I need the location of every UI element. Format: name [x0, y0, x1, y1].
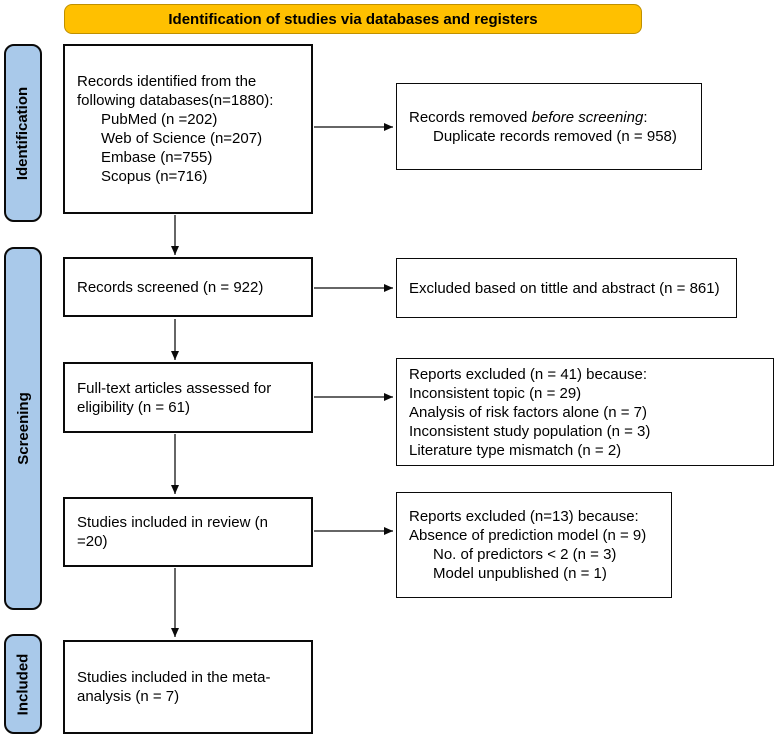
- database-item: Embase (n=755): [101, 149, 213, 166]
- box-studies-included-review: Studies included in review (n =20): [63, 497, 313, 567]
- stage-label-text: Identification: [14, 86, 32, 180]
- exclusion-line: Reports excluded (n = 41) because:: [409, 365, 648, 383]
- exclusion-line: Inconsistent topic (n = 29): [409, 384, 582, 402]
- box-excluded-title-abstract: Excluded based on tittle and abstract (n…: [396, 258, 737, 318]
- database-item: PubMed (n =202): [101, 111, 218, 128]
- stage-label-included: Included: [4, 634, 42, 734]
- exclusion-line: Absence of prediction model (n = 9): [409, 527, 647, 544]
- box-text: Records screened (n = 922): [77, 278, 264, 296]
- stage-label-text: Included: [14, 653, 32, 715]
- box-intro: Records removed before screening:: [409, 108, 689, 127]
- stage-label-text: Screening: [14, 392, 32, 465]
- exclusion-line: Analysis of risk factors alone (n = 7): [409, 403, 648, 421]
- exclusion-line: Inconsistent study population (n = 3): [409, 422, 651, 440]
- box-text: Excluded based on tittle and abstract (n…: [409, 279, 720, 297]
- database-item: Web of Science (n=207): [101, 130, 263, 147]
- intro-italic: before screening: [531, 108, 644, 126]
- intro-prefix: Records removed: [409, 108, 532, 126]
- stage-label-identification: Identification: [4, 44, 42, 222]
- box-text: Studies included in review (n =20): [77, 514, 268, 550]
- box-text: Studies included in the meta-analysis (n…: [77, 669, 271, 705]
- box-reports-excluded-review: Reports excluded (n=13) because: Absence…: [396, 492, 672, 598]
- box-intro: Records identified from the following da…: [77, 73, 274, 109]
- exclusion-line: Literature type mismatch (n = 2): [409, 441, 622, 459]
- exclusion-item: No. of predictors < 2 (n = 3): [433, 546, 617, 563]
- exclusion-line: Reports excluded (n=13) because:: [409, 508, 639, 525]
- intro-suffix: :: [643, 108, 648, 126]
- stage-label-screening: Screening: [4, 247, 42, 610]
- box-records-screened: Records screened (n = 922): [63, 257, 313, 317]
- database-item: Scopus (n=716): [101, 168, 208, 185]
- box-records-identified: Records identified from the following da…: [63, 44, 313, 214]
- header-banner: Identification of studies via databases …: [64, 4, 642, 34]
- header-title: Identification of studies via databases …: [168, 10, 538, 28]
- box-records-removed: Records removed before screening: Duplic…: [396, 83, 702, 170]
- box-reports-excluded-fulltext: Reports excluded (n = 41) because: Incon…: [396, 358, 774, 466]
- box-studies-included-meta: Studies included in the meta-analysis (n…: [63, 640, 313, 734]
- removal-item: Duplicate records removed (n = 958): [433, 127, 677, 145]
- box-text: Full-text articles assessed for eligibil…: [77, 379, 272, 416]
- box-fulltext-assessed: Full-text articles assessed for eligibil…: [63, 362, 313, 433]
- exclusion-item: Model unpublished (n = 1): [433, 565, 607, 582]
